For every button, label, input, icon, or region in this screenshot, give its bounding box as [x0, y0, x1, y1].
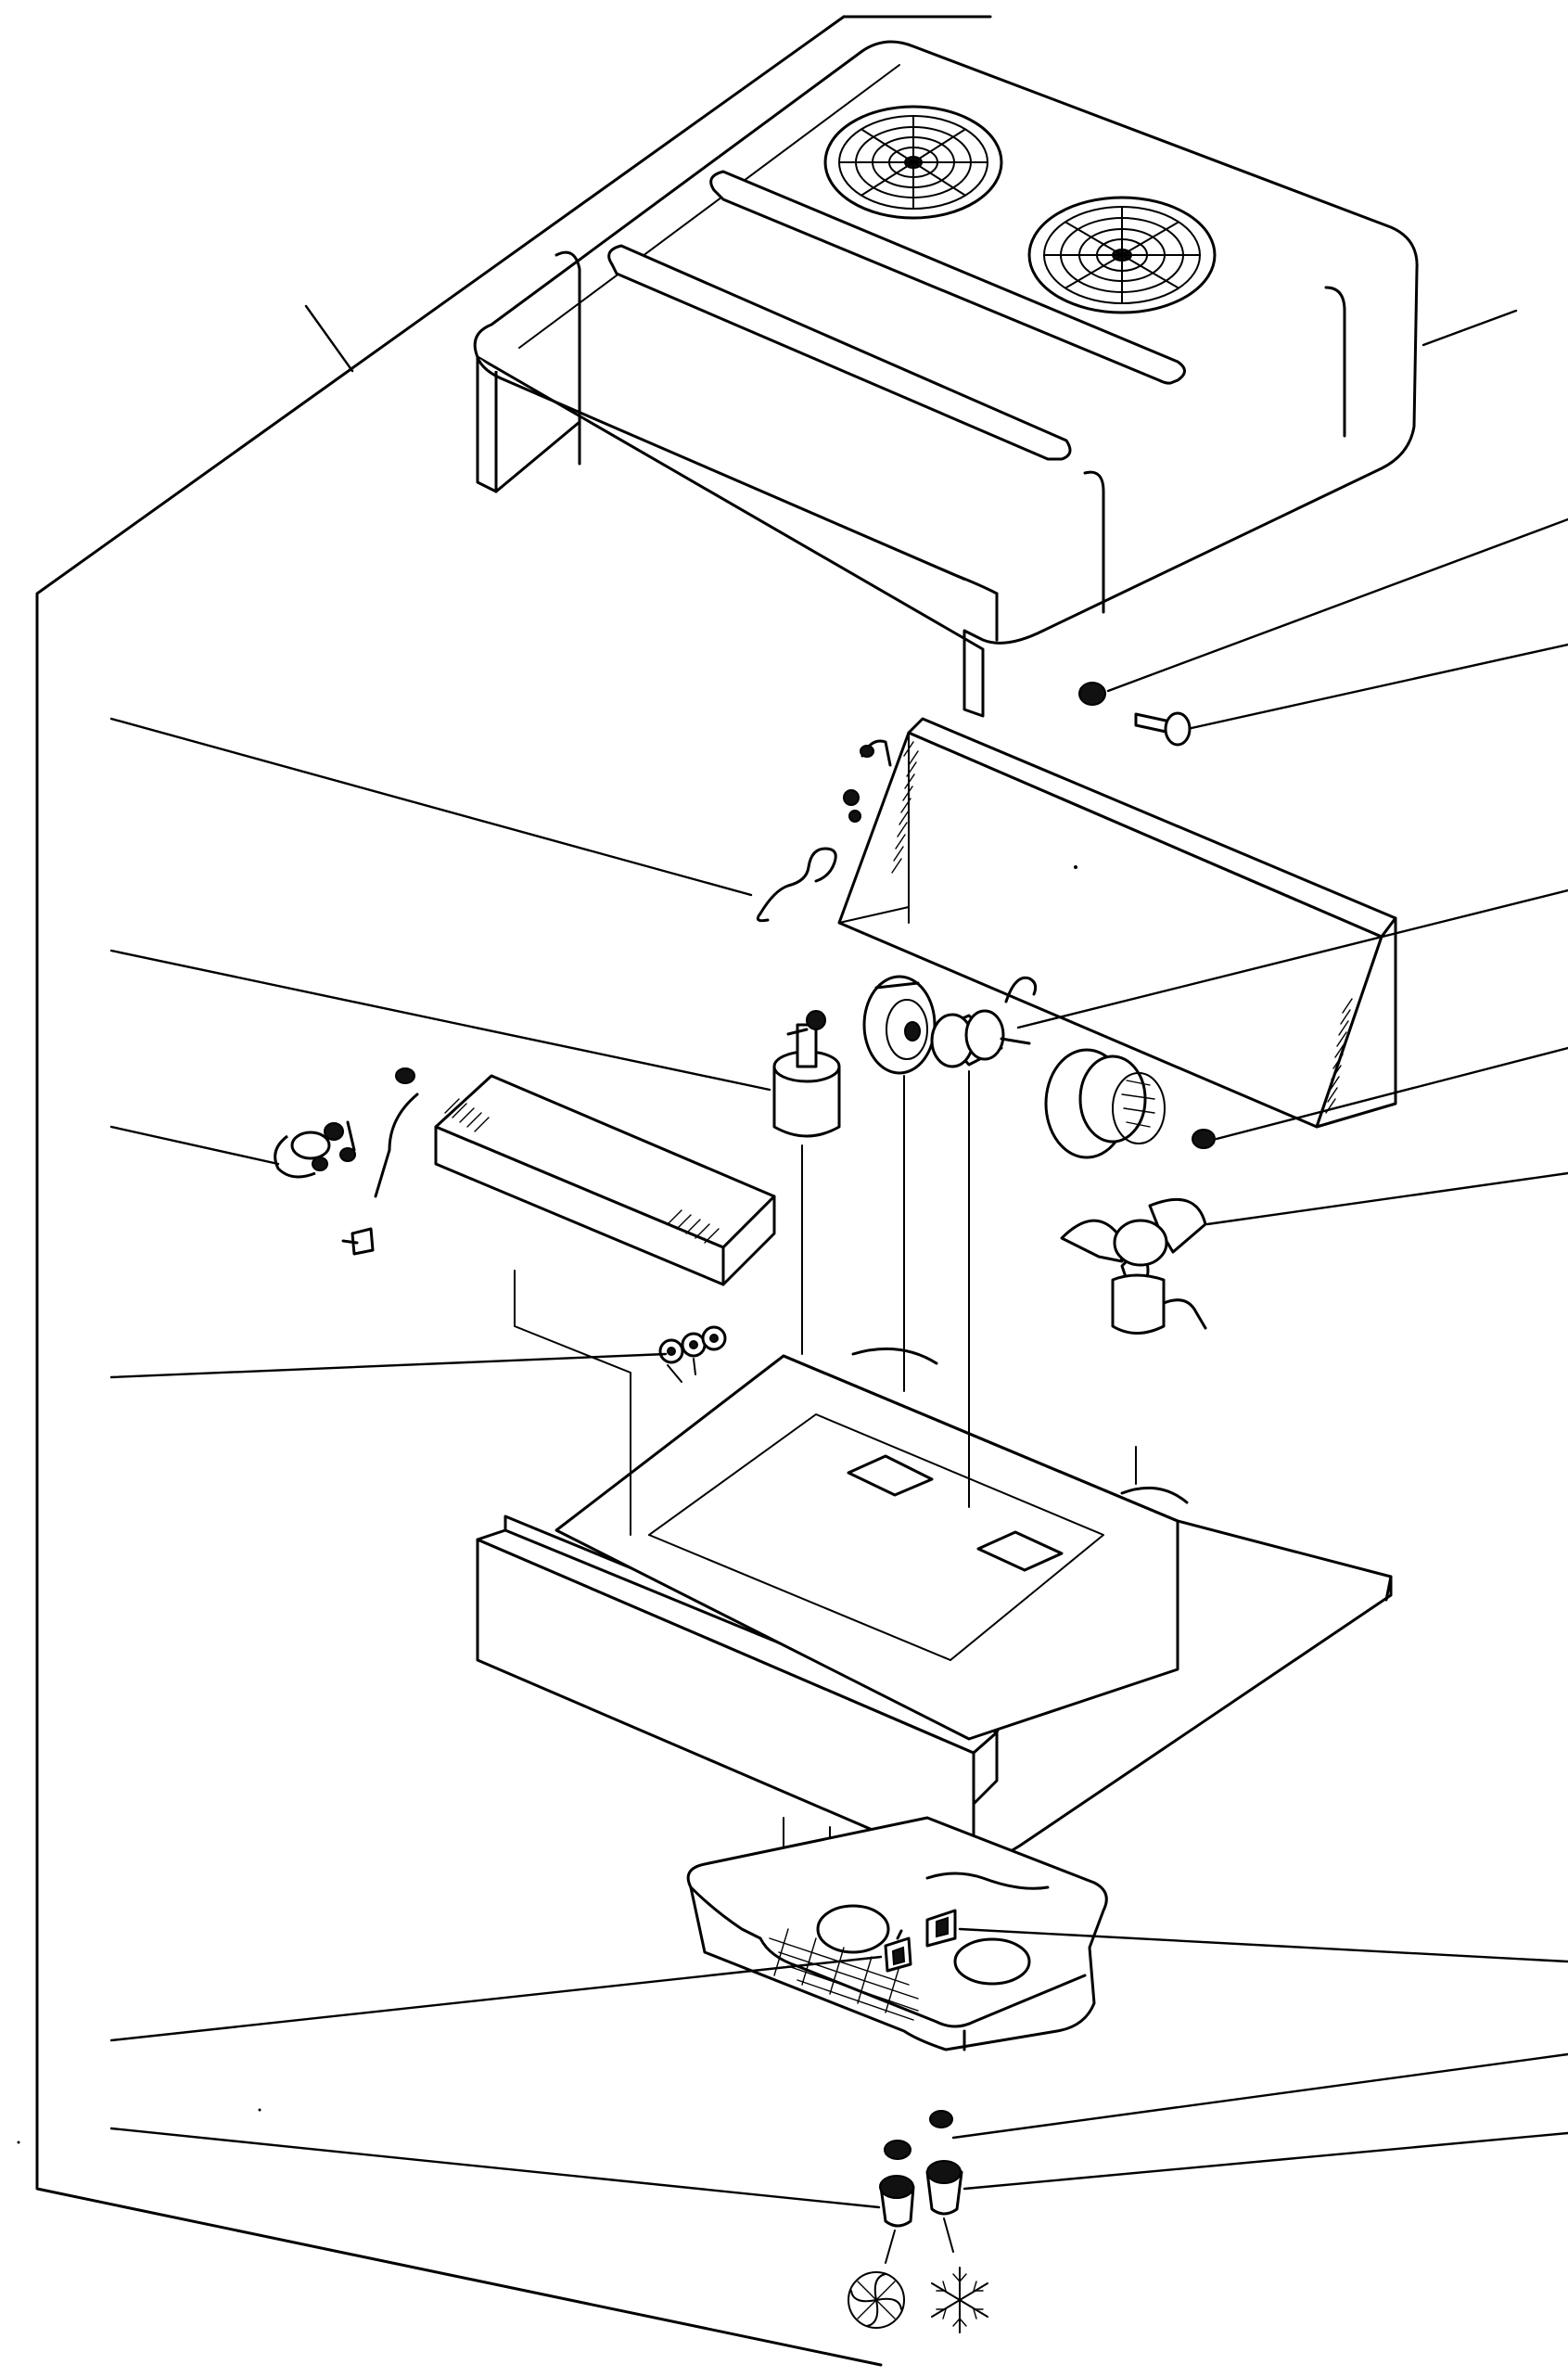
leader-terminal-block: [109, 1352, 668, 1379]
snowflake-symbol-icon: [931, 2267, 988, 2333]
base-pan-icon: [476, 1347, 1393, 1875]
leader-relay: [958, 1927, 1568, 1963]
evaporator-coil-icon: [374, 1067, 776, 1286]
leader-shroud: [1421, 309, 1518, 347]
leader-screw: [1190, 643, 1568, 730]
screw-icon: [1134, 711, 1192, 747]
accumulator-icon: [772, 1010, 841, 1138]
grommet-icon: [1078, 682, 1106, 706]
washer-icon: [884, 2110, 953, 2160]
relay-icon: [925, 1909, 957, 1948]
leader-fan-motor: [1016, 888, 1568, 1029]
leader-shroud-frame: [304, 304, 354, 373]
cool-knob-icon: [925, 2160, 963, 2216]
capillary-tube-icon: [756, 789, 861, 923]
compressor-clamp-icon: [274, 1120, 356, 1179]
fan-grille-right-icon: [1027, 196, 1217, 314]
fan-motor-icon: [930, 976, 1038, 1068]
callout-leaders-left: [109, 304, 883, 2209]
speck-marks: [17, 865, 1077, 2144]
condenser-fan-icon: [1060, 1197, 1207, 1335]
bracket-icon: [341, 1227, 375, 1256]
leader-accumulator: [109, 949, 771, 1092]
fan-symbol-icon: [848, 2271, 905, 2329]
leader-washer: [951, 2052, 1568, 2140]
leader-capillary-tube: [109, 717, 753, 897]
coil-fins: [891, 741, 1353, 1114]
nut-icon: [1192, 1129, 1216, 1149]
leader-fan-knob: [109, 2127, 881, 2209]
thermostat-icon: [884, 1929, 912, 1973]
leader-condenser-fan: [1205, 1171, 1568, 1226]
cover-shroud-icon: [473, 40, 1419, 718]
blower-wheel-right-icon: [1044, 1048, 1166, 1159]
assembly-frame: [35, 15, 992, 2367]
leader-cool-knob: [962, 2131, 1568, 2191]
leader-nut: [1215, 1046, 1568, 1141]
callout-leaders-right: [951, 309, 1568, 2191]
leader-compressor-clamp: [109, 1125, 280, 1166]
blower-wheel-icon: [862, 975, 937, 1075]
leader-grommet: [1106, 518, 1568, 693]
fan-grille-left-icon: [823, 105, 1003, 220]
leader-thermostat: [109, 1955, 883, 2042]
terminal-block-icon: [658, 1325, 727, 1383]
fan-knob-icon: [879, 2175, 915, 2228]
